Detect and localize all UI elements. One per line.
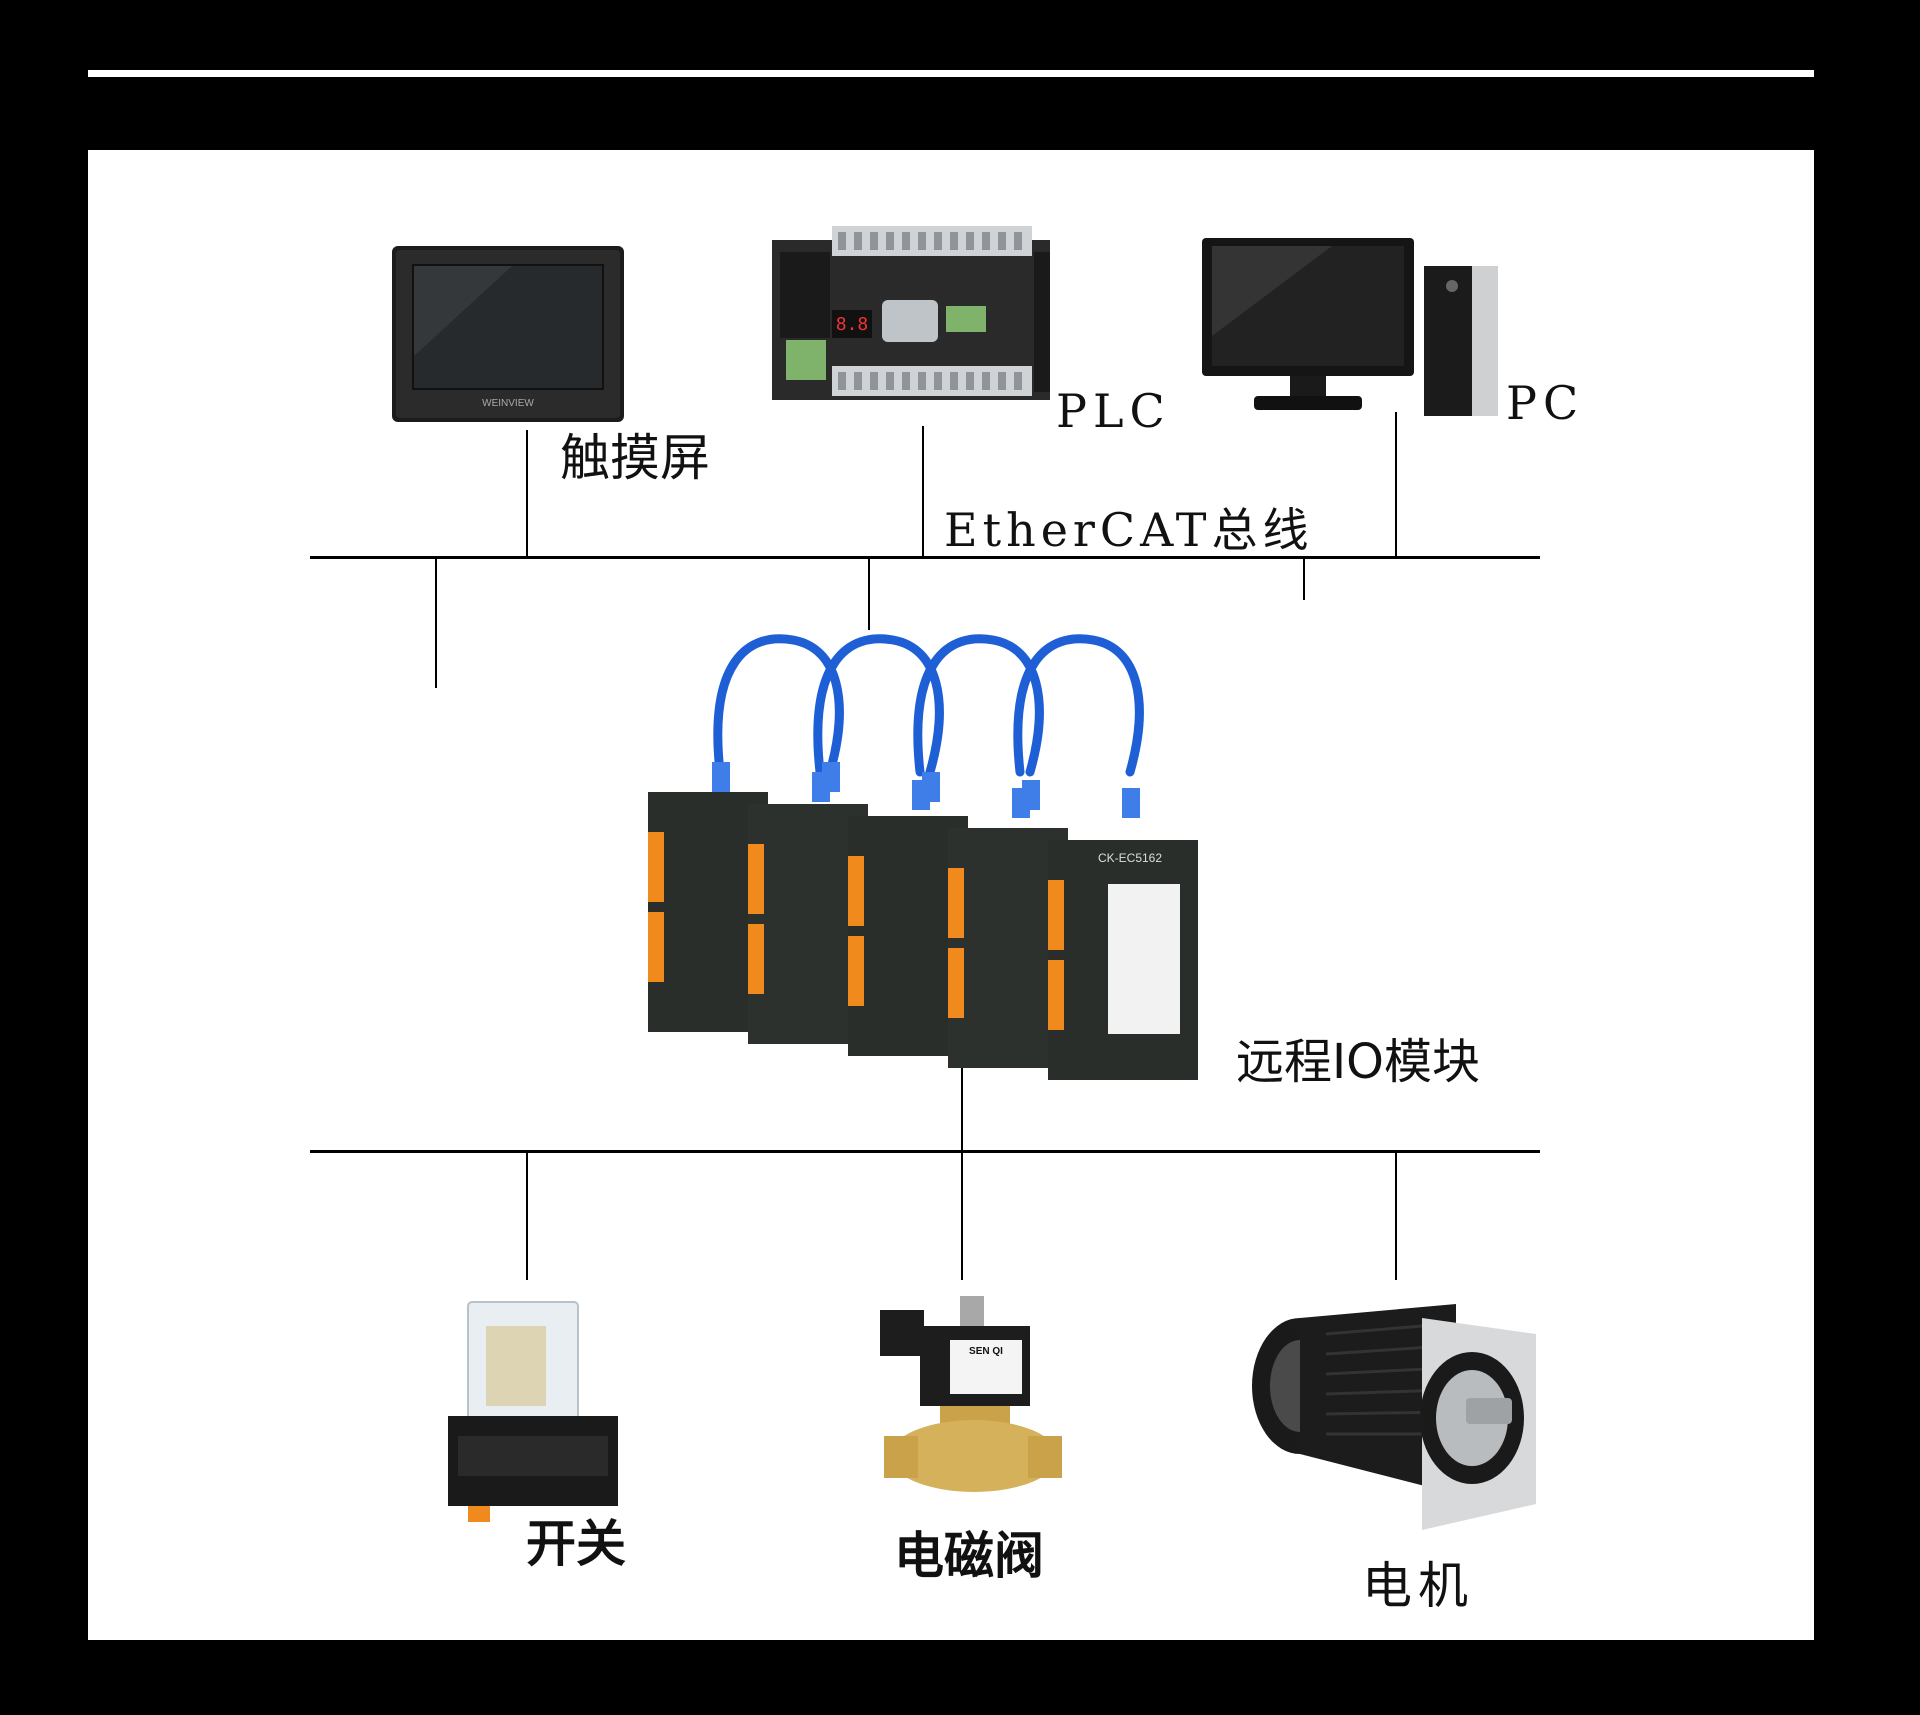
diagram-panel: WEINVIEW 触摸屏 8.8 PLC	[88, 150, 1814, 1640]
ethercat-bus-line	[310, 556, 1540, 559]
hmi-drop	[526, 430, 528, 558]
top-divider	[88, 70, 1814, 77]
relay-switch-image	[448, 1301, 618, 1522]
pc-drop	[1395, 412, 1397, 558]
hmi-label: 触摸屏	[560, 429, 710, 487]
plc-label: PLC	[1056, 384, 1171, 438]
plc-image: 8.8	[772, 226, 1050, 400]
valve-label: 电磁阀	[894, 1527, 1044, 1585]
remote-io-modules-image: CK-EC5162	[648, 634, 1198, 1080]
hmi-brand-text: WEINVIEW	[482, 398, 534, 409]
io-model-text: CK-EC5162	[1098, 851, 1162, 865]
servo-motor-image	[1252, 1304, 1536, 1530]
plc-drop	[922, 426, 924, 558]
pc-label: PC	[1506, 376, 1585, 430]
io-uplink	[868, 558, 870, 630]
touchscreen-image: WEINVIEW	[392, 246, 624, 422]
pc-image	[1202, 238, 1498, 416]
io-downlink	[961, 1050, 963, 1152]
io-module-label: 远程IO模块	[1236, 1034, 1480, 1090]
ethercat-bus-label: EtherCAT总线	[944, 503, 1314, 557]
motor-drop	[1395, 1152, 1397, 1280]
motor-label: 电机	[1362, 1557, 1474, 1615]
field-bus-line	[310, 1150, 1540, 1153]
solenoid-valve-image: SEN QI	[880, 1296, 1062, 1492]
valve-drop	[961, 1152, 963, 1280]
switch-drop	[526, 1152, 528, 1280]
bus-stub-left	[435, 558, 437, 688]
valve-brand-text: SEN QI	[969, 1346, 1003, 1357]
plc-display-text: 8.8	[836, 314, 869, 335]
switch-label: 开关	[526, 1515, 626, 1573]
bus-stub-right	[1303, 558, 1305, 600]
